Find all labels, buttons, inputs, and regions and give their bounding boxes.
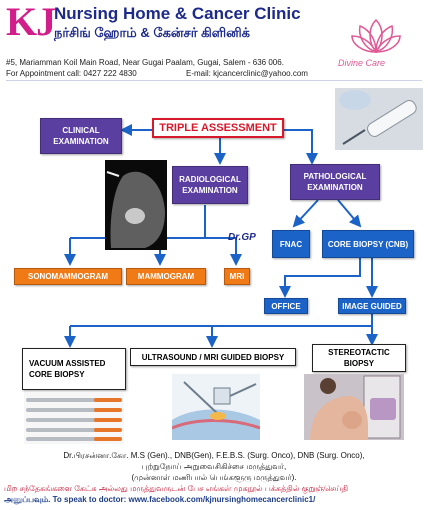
doctor-credentials-line3: (முன்னாள் மணிபால் பெங்களூரு மருத்துவர்). xyxy=(131,473,297,482)
pathological-examination-node: PATHOLOGICAL EXAMINATION xyxy=(290,164,380,200)
office-node: OFFICE xyxy=(264,298,308,314)
clinical-examination-node: CLINICAL EXAMINATION xyxy=(40,118,122,154)
vacuum-assisted-node: VACUUM ASSISTED CORE BIOPSY xyxy=(22,348,126,390)
stereotactic-biopsy-photo xyxy=(304,374,404,440)
clinic-address: #5, Mariamman Koil Main Road, Near Gugai… xyxy=(6,58,284,67)
doctor-signature: Dr.GP xyxy=(228,232,256,243)
stereotactic-node: STEREOTACTIC BIOPSY xyxy=(312,344,406,372)
mri-node: MRI xyxy=(224,268,250,285)
clinic-logo: KJ xyxy=(6,0,56,44)
appointment-phone: For Appointment call: 0427 222 4830 xyxy=(6,69,137,78)
fnac-node: FNAC xyxy=(272,230,310,258)
sonomammogram-node: SONOMAMMOGRAM xyxy=(14,268,122,285)
footer-tamil-note: மிற சந்தேகங்களை கேட்க அல்லது மருத்துவருட… xyxy=(4,484,349,493)
brand-label: Divine Care xyxy=(338,58,386,68)
ultrasound-mri-guided-node: ULTRASOUND / MRI GUIDED BIOPSY xyxy=(130,348,296,366)
footer-facebook-link[interactable]: அனுப்பவும். To speak to doctor: www.face… xyxy=(4,495,316,504)
doctor-credentials-line1: Dr.பிரசன்னா.கோ. M.S (Gen)., DNB(Gen), F.… xyxy=(63,451,365,460)
clinic-title-tamil: நர்சிங் ஹோம் & கேன்சர் கிளினிக் xyxy=(54,25,250,40)
biopsy-device-image xyxy=(335,88,423,150)
radiological-examination-node: RADIOLOGICAL EXAMINATION xyxy=(172,166,248,204)
doctor-credentials: Dr.பிரசன்னா.கோ. M.S (Gen)., DNB(Gen), F.… xyxy=(4,450,424,483)
vacuum-biopsy-needles-image xyxy=(24,392,124,444)
mammogram-xray-image xyxy=(105,160,167,250)
doctor-credentials-line2: புற்றுநோய் அறுவைசிகிச்சை மருத்துவர், xyxy=(141,462,287,471)
ultrasound-biopsy-illustration xyxy=(172,374,260,440)
clinic-title-english: Nursing Home & Cancer Clinic xyxy=(54,4,301,23)
image-guided-node: IMAGE GUIDED xyxy=(338,298,406,314)
mammogram-node: MAMMOGRAM xyxy=(126,268,206,285)
triple-assessment-node: TRIPLE ASSESSMENT xyxy=(152,118,284,138)
header-divider xyxy=(6,80,422,81)
clinic-email: E-mail: kjcancerclinic@yahoo.com xyxy=(186,69,308,78)
lotus-icon xyxy=(351,18,401,54)
core-biopsy-node: CORE BIOPSY (CNB) xyxy=(322,230,414,258)
